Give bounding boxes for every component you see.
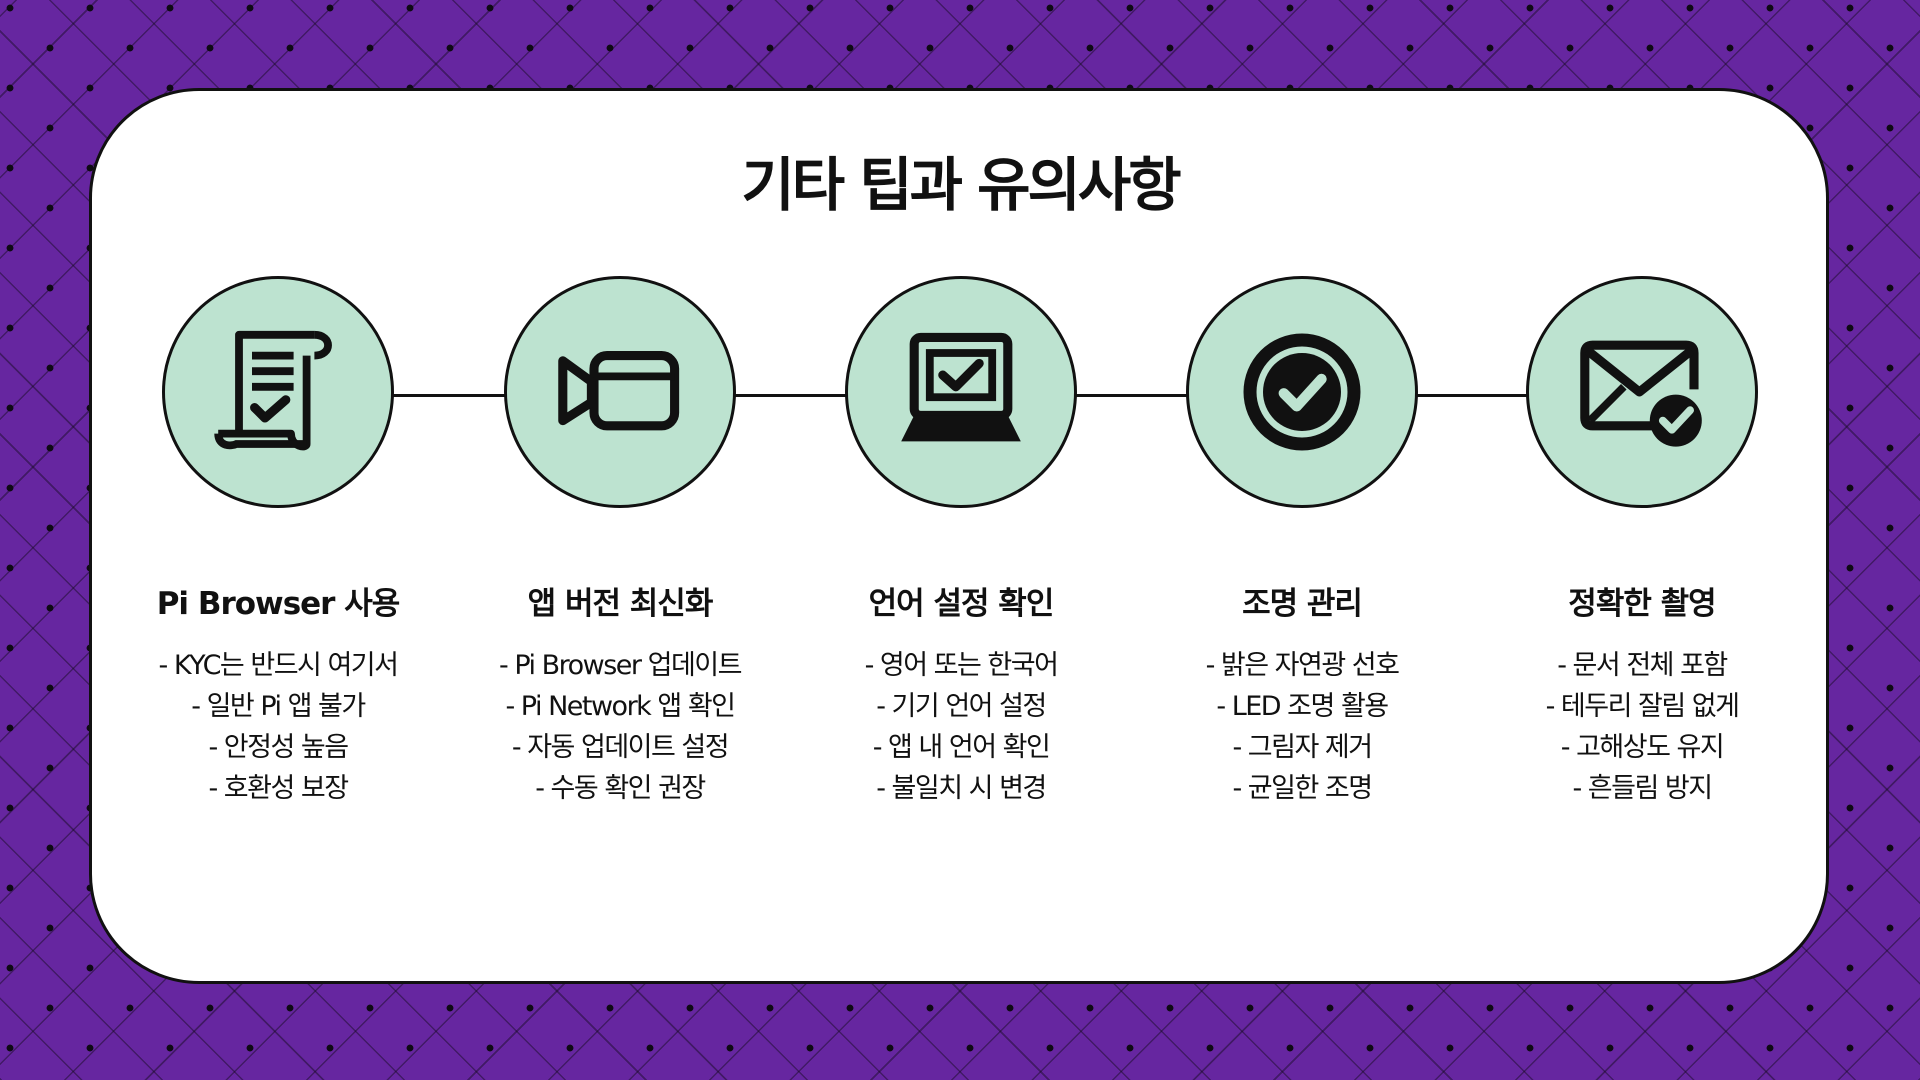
contract-scroll-check-icon xyxy=(214,330,332,451)
step-line: - 밝은 자연광 선호 xyxy=(1205,650,1400,681)
step-lighting: 조명 관리 - 밝은 자연광 선호 - LED 조명 활용 - 그림자 제거 -… xyxy=(1137,276,1467,809)
step-title: 조명 관리 xyxy=(1242,586,1363,622)
step-language: 언어 설정 확인 - 영어 또는 한국어 - 기기 언어 설정 - 앱 내 언어… xyxy=(796,276,1126,809)
step-app-update: 앱 버전 최신화 - Pi Browser 업데이트 - Pi Network … xyxy=(455,276,785,809)
step-title: Pi Browser 사용 xyxy=(156,586,401,622)
step-line: - 그림자 제거 xyxy=(1232,732,1373,763)
step-icon-circle xyxy=(504,276,736,508)
content-card xyxy=(89,88,1829,984)
step-capture: 정확한 촬영 - 문서 전체 포함 - 테두리 잘림 없게 - 고해상도 유지 … xyxy=(1477,276,1807,809)
step-line: - 문서 전체 포함 xyxy=(1557,650,1728,681)
step-line: - 영어 또는 한국어 xyxy=(864,650,1059,681)
step-line: - 불일치 시 변경 xyxy=(876,773,1047,804)
step-line: - 균일한 조명 xyxy=(1232,773,1373,804)
step-line: - 앱 내 언어 확인 xyxy=(872,732,1051,763)
step-icon-circle xyxy=(162,276,394,508)
laptop-check-icon xyxy=(901,332,1021,442)
step-line: - 안정성 높음 xyxy=(208,732,349,763)
step-line: - LED 조명 활용 xyxy=(1216,691,1389,722)
step-description: - KYC는 반드시 여기서 - 일반 Pi 앱 불가 - 안정성 높음 - 호… xyxy=(113,645,443,809)
video-camera-icon xyxy=(558,351,680,431)
step-line: - 기기 언어 설정 xyxy=(876,691,1047,722)
step-description: - Pi Browser 업데이트 - Pi Network 앱 확인 - 자동… xyxy=(455,645,785,809)
check-circle-icon xyxy=(1243,333,1361,451)
step-title: 정확한 촬영 xyxy=(1568,586,1716,622)
step-icon-circle xyxy=(1186,276,1418,508)
mail-check-icon xyxy=(1580,340,1702,447)
step-pi-browser: Pi Browser 사용 - KYC는 반드시 여기서 - 일반 Pi 앱 불… xyxy=(113,276,443,809)
step-line: - Pi Network 앱 확인 xyxy=(505,691,736,722)
step-icon-circle xyxy=(1526,276,1758,508)
step-title: 앱 버전 최신화 xyxy=(527,586,714,622)
step-description: - 밝은 자연광 선호 - LED 조명 활용 - 그림자 제거 - 균일한 조… xyxy=(1137,645,1467,809)
step-description: - 문서 전체 포함 - 테두리 잘림 없게 - 고해상도 유지 - 흔들림 방… xyxy=(1477,645,1807,809)
step-line: - 고해상도 유지 xyxy=(1560,732,1725,763)
step-line: - KYC는 반드시 여기서 xyxy=(158,650,399,681)
step-line: - Pi Browser 업데이트 xyxy=(499,650,742,681)
step-line: - 호환성 보장 xyxy=(208,773,349,804)
step-line: - 수동 확인 권장 xyxy=(535,773,706,804)
step-line: - 자동 업데이트 설정 xyxy=(511,732,730,763)
step-line: - 테두리 잘림 없게 xyxy=(1545,691,1740,722)
page-title: 기타 팁과 유의사항 xyxy=(741,151,1181,219)
step-line: - 흔들림 방지 xyxy=(1572,773,1713,804)
step-description: - 영어 또는 한국어 - 기기 언어 설정 - 앱 내 언어 확인 - 불일치… xyxy=(796,645,1126,809)
step-line: - 일반 Pi 앱 불가 xyxy=(191,691,366,722)
step-icon-circle xyxy=(845,276,1077,508)
step-title: 언어 설정 확인 xyxy=(868,586,1055,622)
